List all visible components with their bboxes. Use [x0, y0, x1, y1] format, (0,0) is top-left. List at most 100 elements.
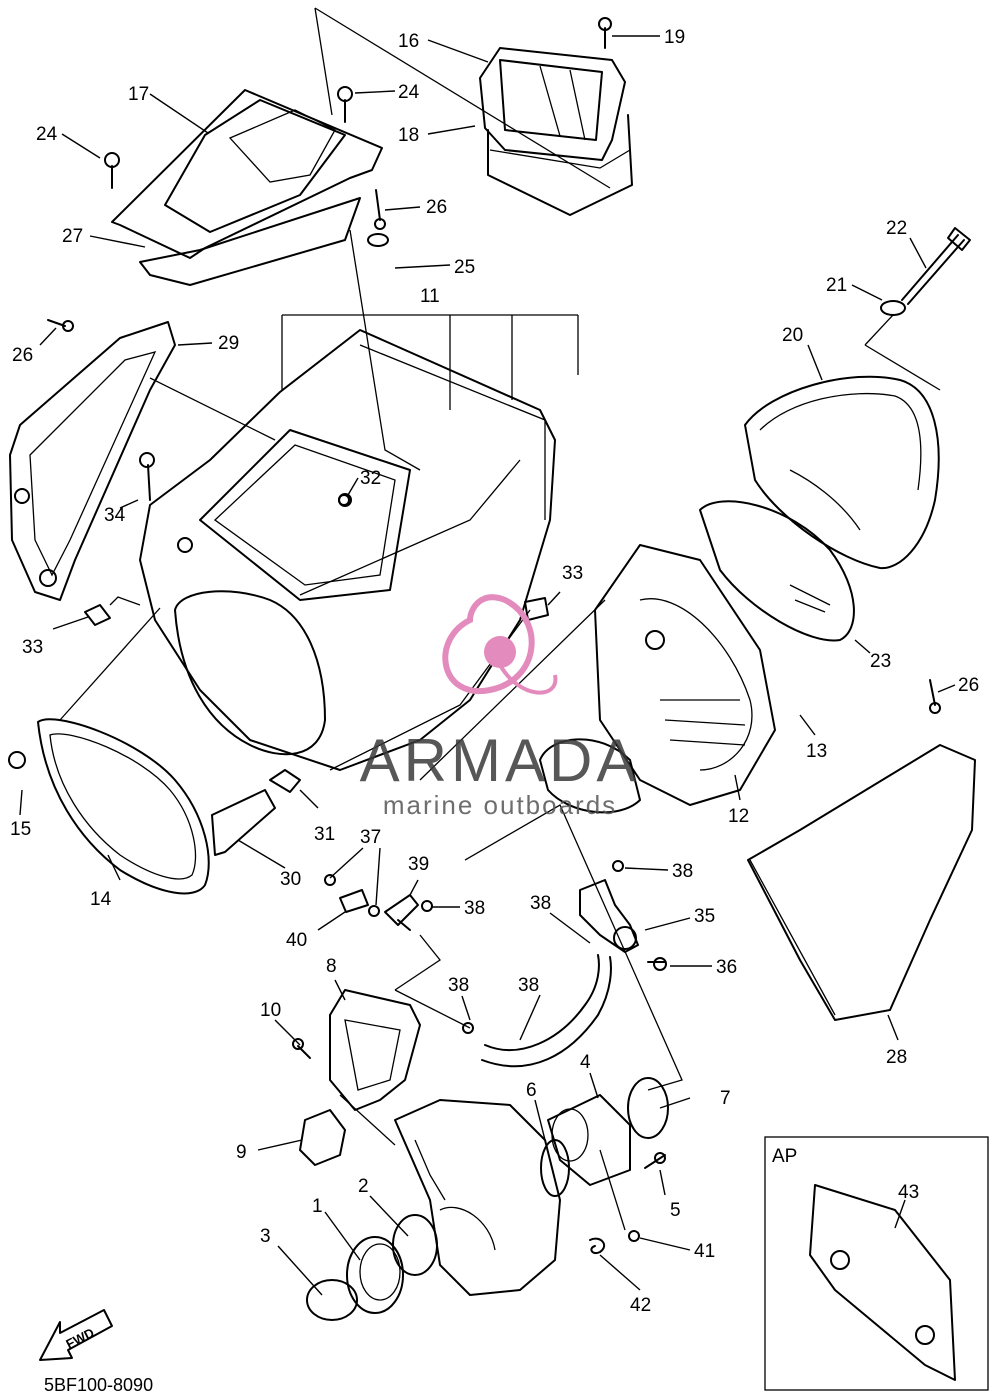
bolt-22	[901, 227, 971, 305]
air-duct-16-18	[479, 47, 633, 216]
side-cover-28	[747, 744, 976, 1021]
callout-26-left: 26	[12, 345, 33, 366]
callout-38-b: 38	[464, 898, 485, 919]
clip-41	[628, 1230, 640, 1242]
bolt-24-right	[337, 86, 353, 123]
clamp-7	[627, 1077, 669, 1139]
damper-9	[299, 1109, 346, 1166]
callout-31: 31	[314, 824, 335, 845]
callout-7: 7	[720, 1088, 731, 1109]
callout-8: 8	[326, 956, 337, 977]
ring-6	[540, 1139, 570, 1197]
callout-4: 4	[580, 1052, 591, 1073]
callout-labels: 16 19 18 17 24 24 26 25 27 11 29 26 32 3…	[10, 27, 979, 1316]
fitting-39	[384, 894, 419, 931]
rivet-26-right	[929, 679, 941, 714]
callout-17: 17	[128, 84, 149, 105]
callout-26-right: 26	[958, 675, 979, 696]
callout-5: 5	[670, 1200, 681, 1221]
callout-21: 21	[826, 275, 847, 296]
hose-37	[481, 954, 612, 1068]
callout-19: 19	[664, 27, 685, 48]
grommet-25	[367, 233, 389, 247]
filter-cage-23	[699, 500, 855, 642]
callout-43: 43	[898, 1182, 919, 1203]
callout-41: 41	[694, 1241, 715, 1262]
clip-38-c	[421, 900, 433, 912]
bolt-34	[139, 452, 155, 501]
inset-label-ap: AP	[772, 1146, 797, 1167]
callout-42: 42	[630, 1295, 651, 1316]
clip-38-e	[462, 1022, 474, 1034]
callout-14: 14	[90, 889, 112, 910]
callout-27: 27	[62, 226, 83, 247]
callout-34: 34	[104, 505, 126, 526]
callout-39: 39	[408, 854, 429, 875]
callout-13: 13	[806, 741, 827, 762]
clip-42	[589, 1237, 606, 1255]
joint-1	[346, 1236, 404, 1314]
clamp-3	[306, 1279, 358, 1321]
seal-sheet-27	[139, 197, 361, 286]
tube-30	[211, 789, 276, 856]
nut-15	[8, 751, 26, 769]
callout-38-e: 38	[448, 975, 469, 996]
bolt-10	[292, 1038, 311, 1059]
leader-lines	[19, 35, 956, 1296]
clip-38-b	[368, 905, 380, 917]
callout-23: 23	[870, 651, 891, 672]
callout-6: 6	[526, 1080, 537, 1101]
callout-33-left: 33	[22, 637, 43, 658]
air-box-11	[139, 329, 556, 771]
clamp-2	[392, 1214, 438, 1276]
callout-38-c: 38	[672, 861, 693, 882]
callout-10: 10	[260, 1000, 281, 1021]
watermark: ARMADA marine outboards	[360, 594, 636, 820]
rivet-26-top	[374, 189, 386, 230]
callout-9: 9	[236, 1142, 247, 1163]
callout-15: 15	[10, 819, 31, 840]
callout-26-top: 26	[426, 197, 447, 218]
callout-20: 20	[782, 325, 803, 346]
callout-24-left: 24	[36, 124, 58, 145]
callout-38-d: 38	[530, 893, 551, 914]
grommet-32	[338, 494, 350, 506]
clip-38-a	[324, 874, 336, 886]
inset-box	[764, 1136, 989, 1391]
fwd-arrow-icon: FWD	[39, 1309, 113, 1361]
callout-38-a: 37	[360, 827, 381, 848]
callout-24-right: 24	[398, 82, 420, 103]
callout-25: 25	[454, 257, 475, 278]
watermark-logo-icon	[442, 594, 558, 695]
callout-2: 2	[358, 1176, 369, 1197]
callout-11: 11	[420, 286, 440, 307]
callout-16: 16	[398, 31, 419, 52]
callout-32: 32	[360, 468, 381, 489]
pipe-40	[339, 889, 369, 913]
callout-3: 3	[260, 1226, 271, 1247]
assembly-lines	[59, 7, 941, 1231]
cover-plate-17	[111, 89, 383, 259]
callout-40: 40	[286, 930, 307, 951]
joint-4	[547, 1094, 631, 1186]
callout-37: 38	[518, 975, 539, 996]
clip-33-left	[84, 604, 111, 626]
screw-36	[647, 957, 667, 971]
callout-18: 18	[398, 125, 419, 146]
valve-35	[579, 879, 639, 953]
callout-30: 30	[280, 869, 301, 890]
callout-35: 35	[694, 906, 715, 927]
washer-21	[880, 300, 906, 316]
callout-22: 22	[886, 218, 907, 239]
callout-29: 29	[218, 333, 239, 354]
callout-1: 1	[312, 1196, 323, 1217]
callout-33-right: 33	[562, 563, 583, 584]
bolt-24-left	[104, 152, 120, 189]
callout-36: 36	[716, 957, 737, 978]
clip-33-right	[524, 597, 549, 621]
rivet-26-left	[47, 319, 74, 332]
watermark-tagline: marine outboards	[383, 790, 617, 820]
callout-12: 12	[728, 806, 749, 827]
clip-38-d	[612, 860, 624, 872]
